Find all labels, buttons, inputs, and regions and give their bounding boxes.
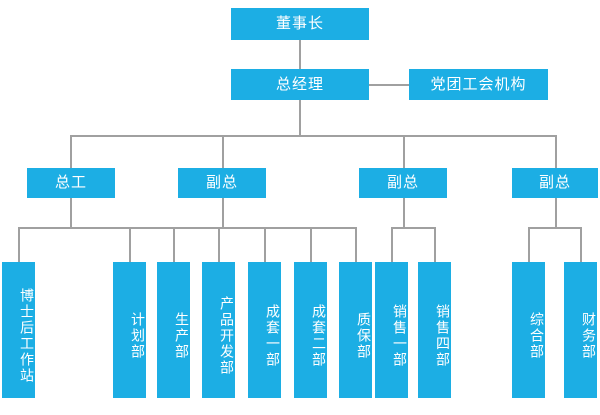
connector-drop-dept-6 [310, 227, 312, 262]
node-deputy-3[interactable]: 副总 [512, 168, 598, 198]
node-department-finance[interactable]: 财务部 [564, 262, 597, 398]
node-chief-engineer[interactable]: 总工 [27, 168, 115, 198]
node-chairman-label: 董事长 [275, 15, 324, 33]
connector-drop-dept-0 [18, 227, 20, 262]
connector-drop-dept-11 [580, 227, 582, 262]
connector-drop-dept-5 [264, 227, 266, 262]
connector-drop-deputy-3 [555, 135, 557, 168]
node-chief-engineer-label: 总工 [54, 174, 87, 192]
connector-deputy-2-stem [403, 198, 405, 227]
node-department-label: 成套一部 [265, 304, 281, 368]
node-department-label: 产品开发部 [219, 296, 235, 376]
connector-level3-bus [70, 135, 556, 137]
node-department-sales-4[interactable]: 销售四部 [418, 262, 451, 398]
connector-drop-dept-8 [391, 227, 393, 262]
node-party-union-label: 党团工会机构 [430, 75, 527, 93]
node-department-label: 综合部 [529, 312, 545, 360]
node-department-postdoc-station[interactable]: 博士后工作站 [2, 262, 35, 398]
node-deputy-3-label: 副总 [538, 174, 571, 192]
connector-chairman-to-gm [299, 40, 301, 70]
node-department-production[interactable]: 生产部 [157, 262, 190, 398]
connector-drop-chief-engineer [70, 135, 72, 168]
connector-drop-deputy-2 [403, 135, 405, 168]
node-department-label: 质保部 [356, 312, 372, 360]
node-department-complete-set-2[interactable]: 成套二部 [294, 262, 327, 398]
node-department-label: 销售一部 [392, 304, 408, 368]
node-department-label: 销售四部 [435, 304, 451, 368]
node-department-label: 计划部 [130, 312, 146, 360]
connector-drop-dept-7 [355, 227, 357, 262]
node-department-label: 成套二部 [311, 304, 327, 368]
node-deputy-2[interactable]: 副总 [359, 168, 447, 198]
connector-deputy-1-stem [222, 198, 224, 227]
node-general-manager[interactable]: 总经理 [231, 69, 369, 100]
connector-deputy-1-bus [129, 227, 356, 229]
connector-deputy-2-bus [391, 227, 436, 229]
connector-deputy-3-stem [555, 198, 557, 227]
node-deputy-1[interactable]: 副总 [178, 168, 266, 198]
connector-deputy-3-bus [528, 227, 582, 229]
node-department-sales-1[interactable]: 销售一部 [375, 262, 408, 398]
connector-drop-dept-4 [218, 227, 220, 262]
node-general-manager-label: 总经理 [275, 75, 324, 93]
connector-gm-stem [299, 100, 301, 135]
connector-drop-dept-9 [434, 227, 436, 262]
node-department-label: 财务部 [581, 312, 597, 360]
node-department-label: 博士后工作站 [19, 288, 35, 384]
node-party-union[interactable]: 党团工会机构 [409, 69, 548, 100]
node-chairman[interactable]: 董事长 [231, 8, 369, 40]
connector-drop-dept-2 [129, 227, 131, 262]
connector-chief-engineer-bus [18, 227, 131, 229]
node-department-label: 生产部 [174, 312, 190, 360]
node-department-complete-set-1[interactable]: 成套一部 [248, 262, 281, 398]
connector-drop-dept-3 [173, 227, 175, 262]
connector-drop-dept-10 [528, 227, 530, 262]
connector-gm-to-party-union [369, 84, 409, 86]
node-department-general-affairs[interactable]: 综合部 [512, 262, 545, 398]
node-department-product-development[interactable]: 产品开发部 [202, 262, 235, 398]
connector-drop-deputy-1 [222, 135, 224, 168]
node-department-jihua[interactable]: 计划部 [113, 262, 146, 398]
node-deputy-1-label: 副总 [205, 174, 238, 192]
node-department-quality-assurance[interactable]: 质保部 [339, 262, 372, 398]
node-deputy-2-label: 副总 [386, 174, 419, 192]
connector-chief-engineer-stem [70, 198, 72, 227]
